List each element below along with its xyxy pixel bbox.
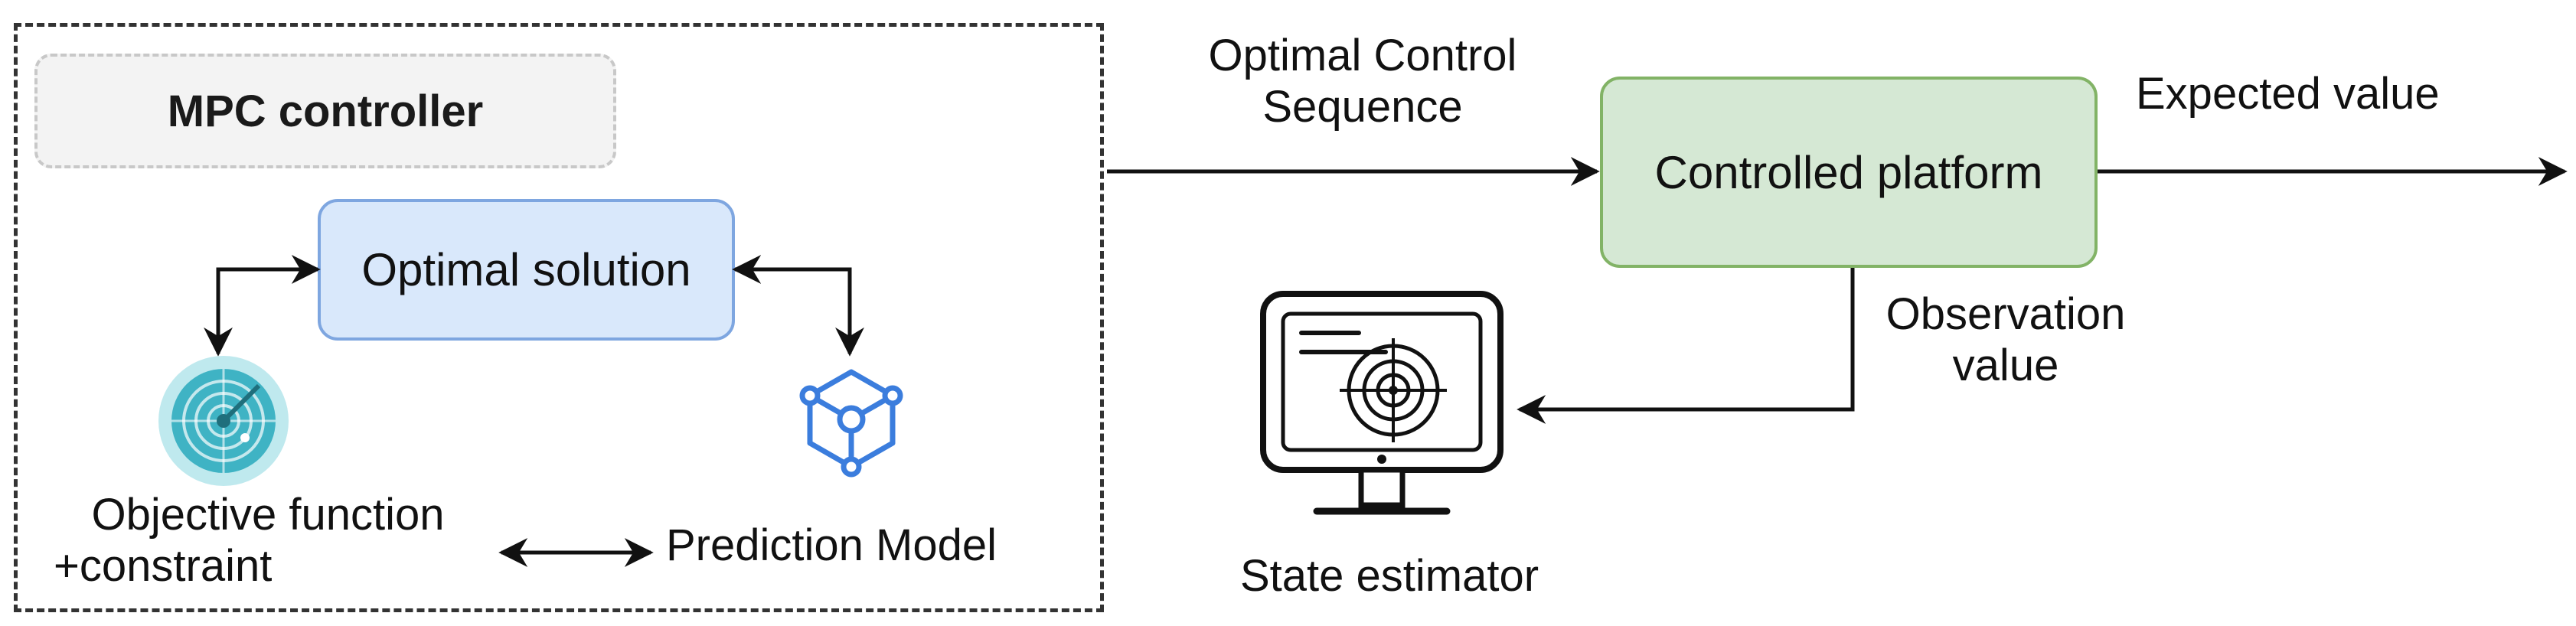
arrow-observation xyxy=(1517,268,1855,424)
optimal-control-line2: Sequence xyxy=(1262,81,1463,132)
optimal-control-line1: Optimal Control xyxy=(1208,31,1517,80)
prediction-model-label: Prediction Model xyxy=(666,520,997,570)
optimal-control-sequence-label: Optimal Control Sequence xyxy=(1164,31,1562,132)
optimal-solution-label: Optimal solution xyxy=(361,244,691,295)
optimal-solution-node: Optimal solution xyxy=(318,199,735,341)
mpc-controller-label-box: MPC controller xyxy=(34,54,616,168)
controlled-platform-label: Controlled platform xyxy=(1654,146,2043,198)
arrow-optimal-to-prediction xyxy=(732,255,864,357)
observation-line1: Observation xyxy=(1885,289,2126,339)
state-estimator-label: State estimator xyxy=(1240,551,1539,601)
observation-line2: value xyxy=(1952,340,2059,390)
arrow-optimal-to-objective xyxy=(204,255,321,357)
mpc-controller-boundary xyxy=(14,23,1104,612)
objective-function-line2: +constraint xyxy=(54,540,273,591)
mpc-controller-title: MPC controller xyxy=(167,86,484,136)
expected-value-label: Expected value xyxy=(2136,69,2440,119)
radar-target-icon xyxy=(158,356,289,486)
controlled-platform-node: Controlled platform xyxy=(1600,77,2098,268)
monitor-target-icon xyxy=(1260,291,1503,515)
observation-value-label: Observation value xyxy=(1853,289,2159,391)
objective-function-label: Objective function +constraint xyxy=(54,490,482,592)
model-cube-icon xyxy=(799,369,903,478)
objective-function-line1: Objective function xyxy=(91,490,445,540)
